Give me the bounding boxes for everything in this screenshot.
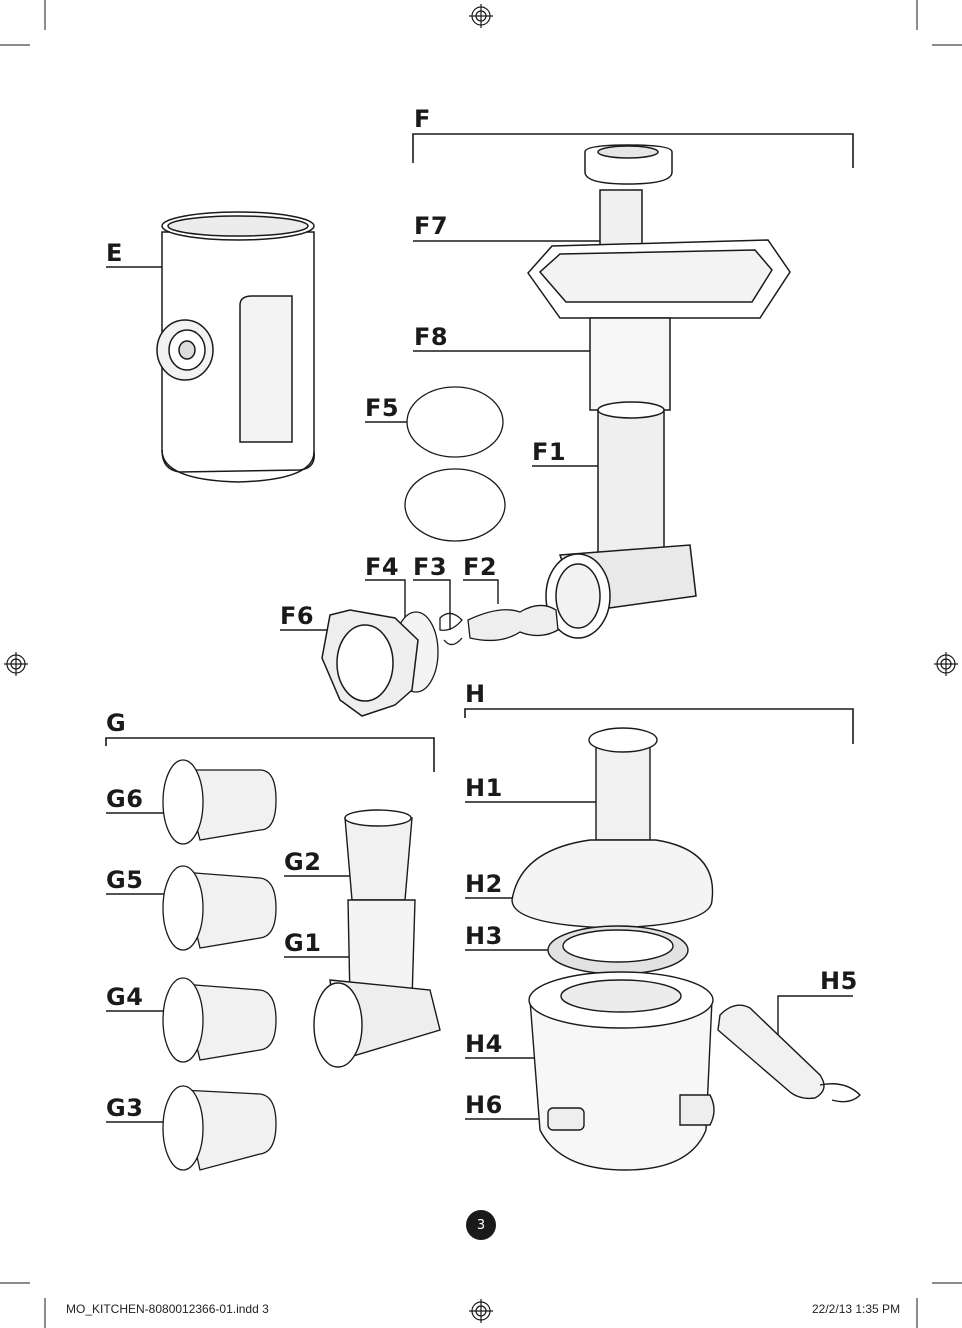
- label-f: F: [414, 105, 431, 133]
- part-g5-drum: [162, 865, 277, 951]
- part-g4-drum: [162, 977, 277, 1063]
- label-f3: F3: [413, 553, 448, 581]
- part-g1-holder: [313, 899, 441, 1068]
- footer-date: 22/2/13 1:35 PM: [812, 1302, 901, 1316]
- part-g2-pusher: [344, 809, 413, 901]
- registration-mark-left: [4, 652, 28, 676]
- part-g6-drum: [162, 759, 277, 845]
- label-f5: F5: [365, 394, 400, 422]
- label-g4: G4: [106, 983, 144, 1011]
- part-h4-bowl: [528, 971, 714, 1171]
- label-g1: G1: [284, 929, 322, 957]
- page-number: 3: [466, 1210, 496, 1240]
- label-h2: H2: [465, 870, 503, 898]
- part-f6-ring-nut: [321, 609, 419, 717]
- label-f2: F2: [463, 553, 498, 581]
- part-h3-filter: [547, 925, 689, 975]
- label-f8: F8: [414, 323, 449, 351]
- label-h: H: [465, 680, 486, 708]
- label-h1: H1: [465, 774, 503, 802]
- label-g6: G6: [106, 785, 144, 813]
- part-f1-body: [545, 401, 697, 639]
- part-h6-outlet: [547, 1094, 715, 1131]
- bracket-f: [412, 133, 854, 168]
- label-h5: H5: [820, 967, 858, 995]
- part-f5-fine-disc: [406, 386, 504, 458]
- part-f3-cutter: [439, 612, 463, 646]
- leader-lines: [106, 240, 853, 1123]
- label-e: E: [106, 239, 123, 267]
- registration-mark-bottom: [469, 1299, 493, 1323]
- label-h4: H4: [465, 1030, 503, 1058]
- label-h6: H6: [465, 1091, 503, 1119]
- registration-mark-top: [469, 4, 493, 28]
- label-f1: F1: [532, 438, 567, 466]
- bracket-g: [105, 737, 435, 772]
- part-g3-drum: [162, 1085, 277, 1171]
- label-g: G: [106, 709, 127, 737]
- label-f6: F6: [280, 602, 315, 630]
- footer-filename: MO_KITCHEN-8080012366-01.indd 3: [66, 1302, 269, 1316]
- label-g3: G3: [106, 1094, 144, 1122]
- label-f7: F7: [414, 212, 449, 240]
- label-g2: G2: [284, 848, 322, 876]
- label-f4: F4: [365, 553, 400, 581]
- label-h3: H3: [465, 922, 503, 950]
- part-h2-lid: [511, 839, 714, 929]
- bracket-h: [464, 708, 854, 744]
- part-f2-auger: [467, 604, 559, 642]
- registration-mark-right: [934, 652, 958, 676]
- part-e-housing: [156, 211, 315, 483]
- part-h1-pusher: [588, 727, 658, 841]
- part-h5-spout: [717, 1004, 861, 1103]
- part-f8-tray: [527, 239, 791, 411]
- label-g5: G5: [106, 866, 144, 894]
